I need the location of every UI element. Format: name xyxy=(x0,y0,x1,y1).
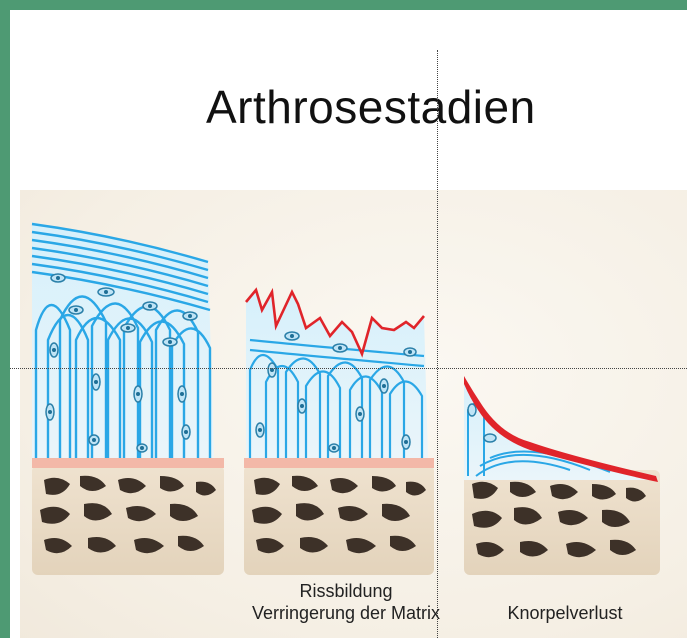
stage-3-caption: Knorpelverlust xyxy=(480,602,650,624)
stage-2-caption: Rissbildung Verringerung der Matrix xyxy=(231,580,461,624)
stage-2-caption-line1: Rissbildung xyxy=(231,580,461,602)
stage-cartilage-loss xyxy=(464,376,660,575)
stage-fissures xyxy=(244,290,434,575)
tidemark xyxy=(32,458,224,468)
cartilage-remnant xyxy=(464,376,656,480)
stage-2-caption-line2: Verringerung der Matrix xyxy=(231,602,461,624)
stage-healthy xyxy=(32,222,224,575)
arthrosis-illustration xyxy=(10,10,687,638)
guide-line-vertical xyxy=(437,50,438,638)
slide-frame: Arthrosestadien xyxy=(10,10,687,638)
guide-line-horizontal xyxy=(10,368,687,369)
tidemark xyxy=(244,458,434,468)
